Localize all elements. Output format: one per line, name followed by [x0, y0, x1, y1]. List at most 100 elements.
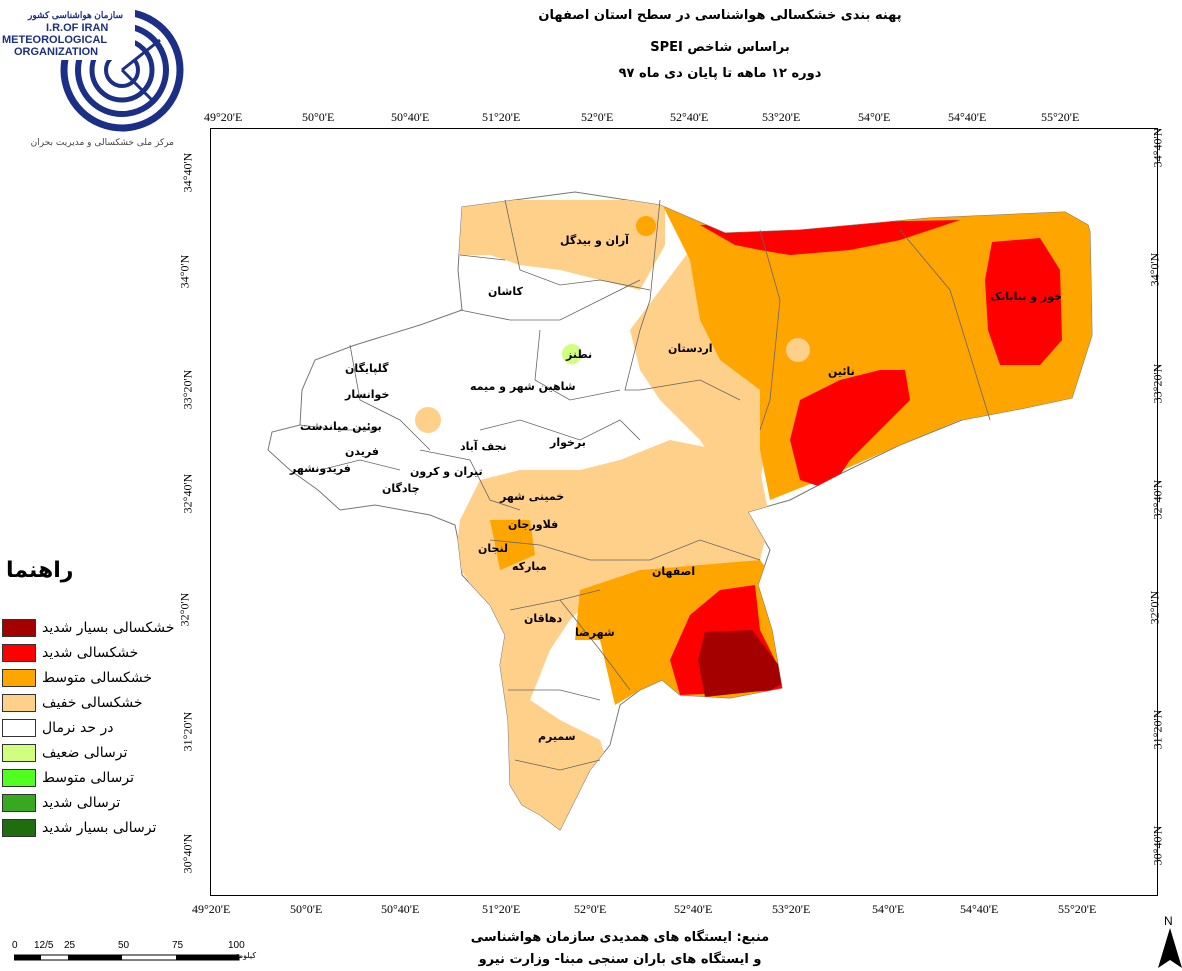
- lon-tick-top: 52°40'E: [670, 110, 709, 124]
- legend-item: ترسالی ضعیف: [2, 743, 127, 763]
- lon-tick-top: 55°20'E: [1041, 110, 1080, 124]
- label-fereydunshahr: فریدونشهر: [289, 462, 351, 475]
- lon-tick-bottom: 49°20'E: [192, 902, 231, 916]
- scale-label: 50: [118, 940, 130, 951]
- scale-label: 25: [64, 940, 76, 951]
- scale-bar-graphic: [14, 954, 240, 961]
- source-line1: منبع: ایستگاه های همدیدی سازمان هواشناسی: [470, 930, 770, 945]
- legend-label: خشکسالی شدید: [42, 645, 139, 661]
- legend-label: خشکسالی بسیار شدید: [42, 620, 175, 636]
- scale-label: 100: [228, 940, 245, 951]
- label-najaf: نجف آباد: [460, 439, 507, 453]
- legend-swatch: [2, 644, 36, 662]
- legend-item: خشکسالی خفیف: [2, 693, 142, 713]
- map-title-line3: دوره ۱۲ ماهه تا پایان دی ماه ۹۷: [618, 66, 822, 81]
- lon-tick-top: 54°40'E: [948, 110, 987, 124]
- legend-item: خشکسالی متوسط: [2, 668, 152, 688]
- zone-light-drought-north: [455, 200, 665, 290]
- zone-very-severe-drought: [698, 630, 790, 697]
- legend-item: ترسالی شدید: [2, 793, 120, 813]
- legend-item: ترسالی متوسط: [2, 768, 134, 788]
- legend-label: در حد نرمال: [42, 720, 114, 736]
- label-khur: خور و بیابانک: [990, 290, 1062, 303]
- legend-swatch: [2, 819, 36, 837]
- legend-item: خشکسالی شدید: [2, 643, 138, 663]
- logo-subtitle: مرکز ملی خشکسالی و مدیریت بحران: [30, 138, 174, 148]
- organization-logo: سازمان هواشناسی کشور I.R.OF IRAN METEORO…: [0, 0, 200, 160]
- zone-severe-drought-khur: [985, 238, 1062, 365]
- legend-title: راهنما: [6, 558, 74, 583]
- legend-swatch: [2, 619, 36, 637]
- lon-tick-bottom: 54°40'E: [960, 902, 999, 916]
- spot-light-drought-west: [415, 407, 441, 433]
- zone-moderate-drought-lenjan: [490, 520, 535, 570]
- lon-tick-top: 50°0'E: [302, 110, 335, 124]
- lon-tick-top: 50°40'E: [391, 110, 430, 124]
- legend-label: ترسالی بسیار شدید: [42, 820, 157, 836]
- legend-item: ترسالی بسیار شدید: [2, 818, 156, 838]
- label-khansar: خوانسار: [344, 388, 389, 401]
- north-arrow-icon: [1158, 928, 1182, 968]
- label-semirom: سمیرم: [538, 730, 576, 743]
- legend-swatch: [2, 694, 36, 712]
- logo-emblem-icon: [60, 0, 184, 132]
- legend-label: ترسالی شدید: [42, 795, 121, 811]
- map-frame: [210, 128, 1158, 896]
- logo-org-fa: سازمان هواشناسی کشور: [28, 10, 124, 20]
- legend-swatch: [2, 719, 36, 737]
- logo-line2: METEOROLOGICAL: [2, 34, 108, 46]
- legend-swatch: [2, 794, 36, 812]
- lon-tick-top: 51°20'E: [482, 110, 521, 124]
- lon-tick-bottom: 55°20'E: [1058, 902, 1097, 916]
- label-lenjan: لنجان: [478, 542, 508, 555]
- logo-line1: I.R.OF IRAN: [46, 22, 109, 34]
- zone-severe-drought-nain: [790, 370, 910, 490]
- label-nain: نائین: [828, 365, 855, 378]
- lon-tick-top: 52°0'E: [581, 110, 614, 124]
- label-isfahan: اصفهان: [652, 565, 695, 578]
- map-title-line1: پهنه بندی خشکسالی هواشناسی در سطح استان …: [538, 8, 902, 23]
- scale-unit: کیلومتر: [232, 951, 257, 960]
- label-aran: آران و بیدگل: [560, 233, 629, 247]
- scale-bar: 0 12/5 25 50 75 100 کیلومتر: [0, 940, 290, 971]
- scale-label: 12/5: [34, 940, 54, 951]
- lon-tick-top: 49°20'E: [204, 110, 243, 124]
- legend-swatch: [2, 769, 36, 787]
- legend-label: ترسالی متوسط: [42, 770, 134, 786]
- lon-tick-bottom: 53°20'E: [772, 902, 811, 916]
- source-line2: و ایستگاه های باران سنجی مبنا- وزارت نیر…: [478, 952, 762, 967]
- spot-moderate-drought: [636, 216, 656, 236]
- scale-label: 0: [12, 940, 18, 951]
- label-ardestan: اردستان: [668, 342, 713, 355]
- spot-weak-wet: [562, 344, 582, 364]
- lon-tick-bottom: 52°0'E: [574, 902, 607, 916]
- lon-tick-top: 54°0'E: [858, 110, 891, 124]
- label-fereydan: فریدن: [345, 445, 379, 458]
- legend-item: در حد نرمال: [2, 718, 113, 738]
- lon-tick-bottom: 51°20'E: [482, 902, 521, 916]
- legend-swatch: [2, 744, 36, 762]
- legend-item: خشکسالی بسیار شدید: [2, 618, 174, 638]
- label-borkhar: برخوار: [549, 436, 586, 449]
- lon-tick-top: 53°20'E: [762, 110, 801, 124]
- label-chadegan: چادگان: [382, 482, 420, 495]
- scale-label: 75: [172, 940, 184, 951]
- spot-light-drought: [786, 338, 810, 362]
- label-dehaghan: دهاقان: [524, 612, 562, 625]
- legend-label: ترسالی ضعیف: [42, 745, 128, 761]
- map-title-line2: براساس شاخص SPEI: [650, 40, 790, 55]
- label-mobarakeh: مبارکه: [512, 560, 547, 573]
- north-label: N: [1164, 914, 1173, 928]
- label-falavarjan: فلاورجان: [508, 518, 558, 531]
- label-natanz: نطنز: [565, 348, 592, 361]
- zone-light-drought-central: [455, 440, 770, 830]
- logo-line3: ORGANIZATION: [14, 46, 99, 58]
- label-tiran: تیران و کرون: [410, 465, 483, 478]
- lon-tick-bottom: 50°40'E: [381, 902, 420, 916]
- label-shahreza: شهرضا: [575, 626, 615, 639]
- lon-tick-bottom: 54°0'E: [872, 902, 905, 916]
- legend-label: خشکسالی خفیف: [42, 695, 143, 711]
- lon-tick-bottom: 50°0'E: [290, 902, 323, 916]
- label-shahin: شاهین شهر و میمه: [470, 380, 576, 393]
